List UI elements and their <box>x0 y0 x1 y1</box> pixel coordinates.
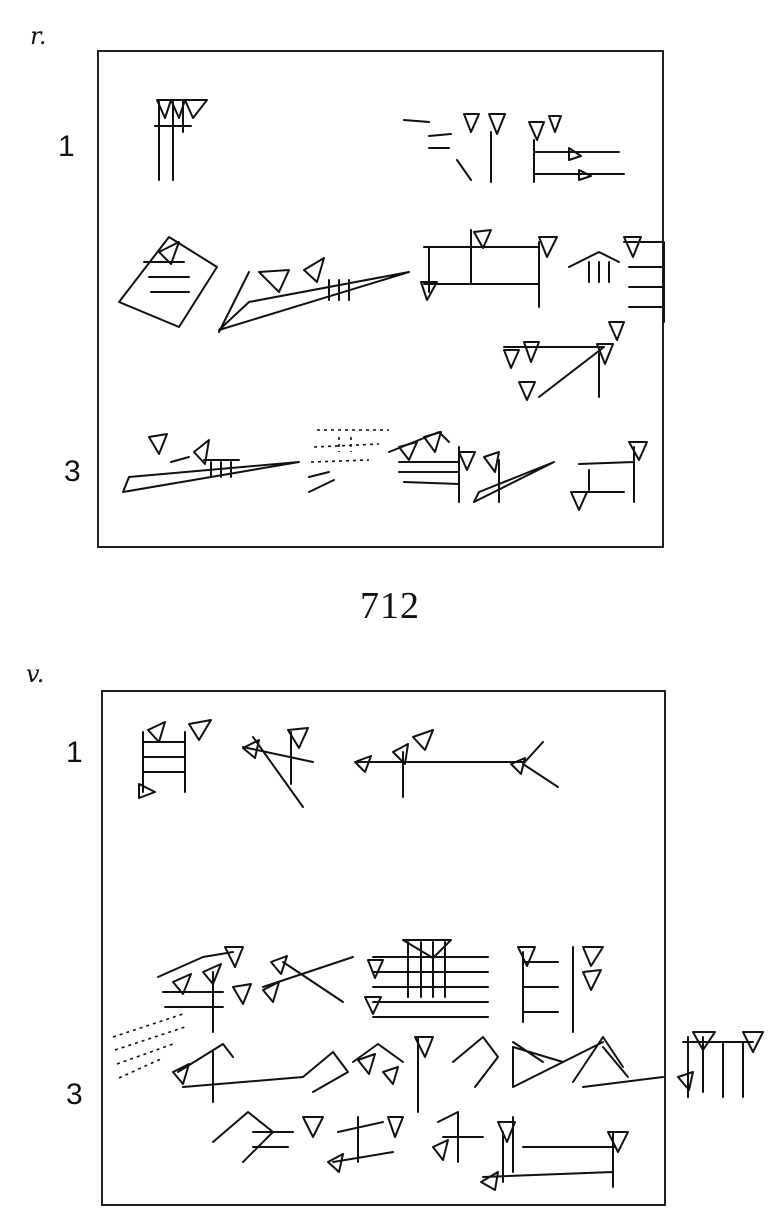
obverse-line-1-signs <box>154 99 625 183</box>
reverse-line-1-signs <box>138 719 559 808</box>
obverse-tablet <box>97 50 665 548</box>
reverse-cuneiform-drawing <box>112 719 764 1191</box>
reverse-side-label: v. <box>26 660 45 688</box>
obverse-cuneiform-drawing <box>118 99 665 511</box>
obverse-side-label: r. <box>30 22 47 50</box>
catalog-number: 712 <box>360 585 420 627</box>
reverse-line-3-signs <box>112 1013 764 1191</box>
obverse-line-3-signs <box>122 429 648 511</box>
obverse-line-number-3: 3 <box>64 455 81 488</box>
reverse-tablet <box>101 690 764 1206</box>
obverse-line-number-1: 1 <box>58 130 75 163</box>
reverse-line-2-signs <box>157 939 604 1033</box>
obverse-line-2-signs <box>118 229 665 401</box>
reverse-line-number-1: 1 <box>66 736 83 769</box>
reverse-line-number-3: 3 <box>66 1078 83 1111</box>
